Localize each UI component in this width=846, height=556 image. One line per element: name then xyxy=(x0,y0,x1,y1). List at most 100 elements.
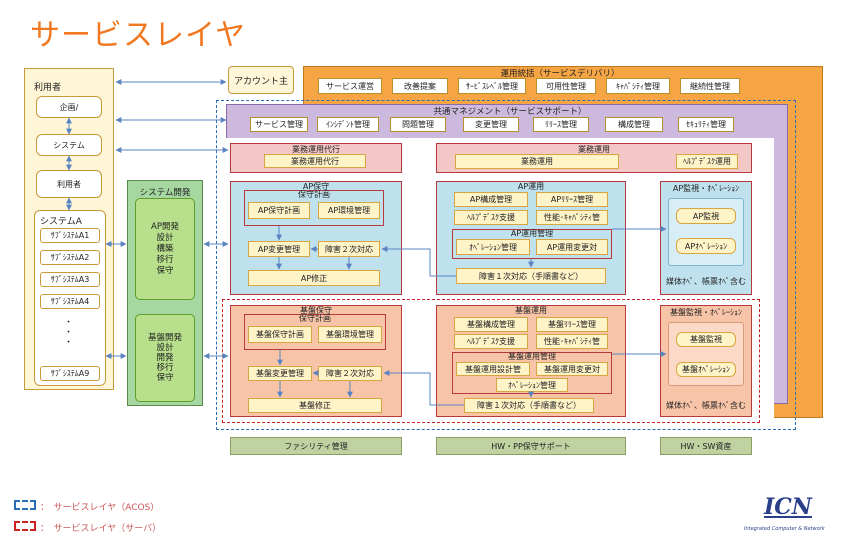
subsystem-a3-label: ｻﾌﾞｼｽﾃﾑA3 xyxy=(50,275,90,284)
cm-item-release[interactable]: ﾘﾘｰｽ管理 xyxy=(533,117,589,132)
ap-hoshu-plan-group xyxy=(244,190,384,226)
subsystem-a1[interactable]: ｻﾌﾞｼｽﾃﾑA1 xyxy=(40,228,100,243)
cm-item-incident[interactable]: ｲﾝｼﾃﾞﾝﾄ管理 xyxy=(317,117,379,132)
operation-items: サービス運営 改善提案 ｻｰﾋﾞｽﾚﾍﾞﾙ管理 可用性管理 ｷｬﾊﾟｼﾃｨ管理 … xyxy=(318,78,740,94)
kiban-hoshu-shusei[interactable]: 基盤修正 xyxy=(248,398,382,413)
legend-blue-label: ： サービスレイヤ（ACOS） xyxy=(40,503,160,513)
kiban-unyo-perf[interactable]: 性能･ｷｬﾊﾟｼﾃｨ管 xyxy=(536,334,608,349)
subsystem-a2-label: ｻﾌﾞｼｽﾃﾑA2 xyxy=(50,253,90,262)
ap-hoshu-sub: 保守計画 xyxy=(298,190,330,199)
icn-logo: ICN xyxy=(764,494,812,520)
account-box[interactable]: アカウント主 xyxy=(228,66,294,94)
users-system-label: システム xyxy=(53,140,85,150)
hw-sw-label: HW・SW資産 xyxy=(680,441,732,451)
cm-item-problem[interactable]: 問題管理 xyxy=(390,117,446,132)
users-riyousha-label: 利用者 xyxy=(57,179,81,189)
legend-red-swatch xyxy=(14,521,36,531)
legend-blue-swatch xyxy=(14,500,36,510)
ap-hoshu-keikaku[interactable]: AP保守計画 xyxy=(248,202,310,219)
kiban-hoshu-henko[interactable]: 基盤変更管理 xyxy=(248,366,312,381)
ap-unyo-help[interactable]: ﾍﾙﾌﾟﾃﾞｽｸ支援 xyxy=(454,210,528,225)
hw-pp-box[interactable]: HW・PP保守サポート xyxy=(436,437,626,455)
ap-hoshu-shusei[interactable]: AP修正 xyxy=(248,270,380,286)
hw-sw-box[interactable]: HW・SW資産 xyxy=(660,437,752,455)
op-item-kaizen[interactable]: 改善提案 xyxy=(392,78,448,94)
kiban-unyo-help[interactable]: ﾍﾙﾌﾟﾃﾞｽｸ支援 xyxy=(454,334,528,349)
ap-kanshi-title: AP監視・ｵﾍﾟﾚｰｼｮﾝ xyxy=(672,184,740,193)
op-item-availability[interactable]: 可用性管理 xyxy=(536,78,596,94)
acos-layer-outline xyxy=(216,100,796,430)
kiban-unyo-henko[interactable]: 基盤運用変更対 xyxy=(536,362,608,376)
system-a-label: システムA xyxy=(40,217,82,227)
subsystem-a9-label: ｻﾌﾞｼｽﾃﾑA9 xyxy=(50,369,90,378)
hw-pp-label: HW・PP保守サポート xyxy=(491,441,571,451)
cm-item-change[interactable]: 変更管理 xyxy=(463,117,519,132)
ap-kanshi-note: 媒体ｵﾍﾟ、帳票ｵﾍﾟ含む xyxy=(666,277,746,286)
kiban-kanshi-kanshi[interactable]: 基盤監視 xyxy=(676,332,736,347)
ap-hoshu-shogai2[interactable]: 障害２次対応 xyxy=(318,241,380,257)
ap-kanshi-kanshi[interactable]: AP監視 xyxy=(676,208,736,224)
gyomu-title: 業務運用 xyxy=(578,145,610,154)
operation-title: 運用統括（サービスデリバリ） xyxy=(500,69,620,79)
kiban-hoshu-plan-group xyxy=(244,314,386,350)
facility-box[interactable]: ファシリティ管理 xyxy=(230,437,402,455)
subsystem-a4[interactable]: ｻﾌﾞｼｽﾃﾑA4 xyxy=(40,294,100,309)
gyomu-daiko-item[interactable]: 業務運用代行 xyxy=(264,154,366,168)
ap-hoshu-henko[interactable]: AP変更管理 xyxy=(248,241,310,257)
users-kikaku-label: 企画/ xyxy=(59,102,79,112)
subsystem-a1-label: ｻﾌﾞｼｽﾃﾑA1 xyxy=(50,231,90,240)
subsystem-a3[interactable]: ｻﾌﾞｼｽﾃﾑA3 xyxy=(40,272,100,287)
cm-item-security[interactable]: ｾｷｭﾘﾃｨ管理 xyxy=(678,117,734,132)
cm-item-service[interactable]: サービス管理 xyxy=(250,117,308,132)
subsystem-a9[interactable]: ｻﾌﾞｼｽﾃﾑA9 xyxy=(40,366,100,381)
subsystem-a4-label: ｻﾌﾞｼｽﾃﾑA4 xyxy=(50,297,90,306)
ap-unyo-mgmt-group xyxy=(452,229,612,259)
kiban-unyo-ope[interactable]: ｵﾍﾟﾚｰｼｮﾝ管理 xyxy=(496,378,568,392)
gyomu-item-1[interactable]: 業務運用 xyxy=(455,154,619,169)
sysdev-ap-box[interactable]: AP開発 設計 構築 移行 保守 xyxy=(135,198,195,300)
sysdev-title: システム開発 xyxy=(139,188,191,198)
ap-unyo-ope[interactable]: ｵﾍﾟﾚｰｼｮﾝ管理 xyxy=(456,239,530,255)
op-item-sla[interactable]: ｻｰﾋﾞｽﾚﾍﾞﾙ管理 xyxy=(458,78,526,94)
op-item-capacity[interactable]: ｷｬﾊﾟｼﾃｨ管理 xyxy=(606,78,670,94)
legend-red-label: ： サービスレイヤ（サーバ） xyxy=(40,524,162,534)
arrow-kiban-shogai1-shogai2 xyxy=(383,370,464,406)
users-header: 利用者 xyxy=(34,83,62,93)
subsystem-a2[interactable]: ｻﾌﾞｼｽﾃﾑA2 xyxy=(40,250,100,265)
sysdev-kiban-box[interactable]: 基盤開発 設計 開発 移行 保守 xyxy=(135,314,195,402)
op-item-continuity[interactable]: 継続性管理 xyxy=(680,78,740,94)
kiban-hoshu-shogai2[interactable]: 障害２次対応 xyxy=(318,366,382,381)
arrow-ap-shogai1-shogai2 xyxy=(381,246,456,277)
gyomu-item-2[interactable]: ﾍﾙﾌﾟﾃﾞｽｸ運用 xyxy=(676,154,738,169)
ap-unyo-shogai1[interactable]: 障害１次対応（手順書など） xyxy=(456,268,606,284)
op-item-service[interactable]: サービス運営 xyxy=(318,78,382,94)
account-label: アカウント主 xyxy=(233,76,288,87)
kiban-unyo-sekkei[interactable]: 基盤運用設計管 xyxy=(456,362,530,376)
kiban-hoshu-kankyo[interactable]: 基盤環境管理 xyxy=(318,326,382,343)
gyomu-daiko-title: 業務運用代行 xyxy=(292,145,340,154)
ap-unyo-kosei[interactable]: AP構成管理 xyxy=(454,192,528,207)
ap-unyo-release[interactable]: APﾘﾘｰｽ管理 xyxy=(536,192,608,207)
ap-unyo-henko[interactable]: AP運用変更対 xyxy=(536,239,608,255)
ap-hoshu-kankyo[interactable]: AP環境管理 xyxy=(318,202,380,219)
kiban-unyo-kosei[interactable]: 基盤構成管理 xyxy=(454,317,528,332)
common-mgmt-items: サービス管理 ｲﾝｼﾃﾞﾝﾄ管理 問題管理 変更管理 ﾘﾘｰｽ管理 構成管理 ｾ… xyxy=(250,117,750,133)
kiban-unyo-title: 基盤運用 xyxy=(515,306,547,315)
ap-kanshi-ope[interactable]: APｵﾍﾟﾚｰｼｮﾝ xyxy=(676,238,736,254)
kiban-kanshi-ope[interactable]: 基盤ｵﾍﾟﾚｰｼｮﾝ xyxy=(676,362,736,377)
kiban-unyo-shogai1[interactable]: 障害１次対応（手順書など） xyxy=(464,398,594,413)
ap-unyo-perf[interactable]: 性能･ｷｬﾊﾟｼﾃｨ管 xyxy=(536,210,608,225)
ap-unyo-sub: AP運用管理 xyxy=(510,229,554,238)
ap-hoshu-title: AP保守 xyxy=(302,182,330,191)
kiban-hoshu-title: 基盤保守 xyxy=(300,306,332,315)
kiban-hoshu-keikaku[interactable]: 基盤保守計画 xyxy=(248,326,312,343)
kiban-kanshi-title: 基盤監視・ｵﾍﾟﾚｰｼｮﾝ xyxy=(670,308,742,317)
kiban-hoshu-sub: 保守計画 xyxy=(299,314,331,323)
sysdev-ap-lines: AP開発 設計 構築 移行 保守 xyxy=(151,221,179,276)
cm-item-config[interactable]: 構成管理 xyxy=(605,117,663,132)
facility-label: ファシリティ管理 xyxy=(284,441,348,451)
kiban-unyo-release[interactable]: 基盤ﾘﾘｰｽ管理 xyxy=(536,317,608,332)
subsystem-dots: ・ ・ ・ xyxy=(64,318,74,348)
sysdev-kiban-lines: 基盤開発 設計 開発 移行 保守 xyxy=(147,333,182,383)
